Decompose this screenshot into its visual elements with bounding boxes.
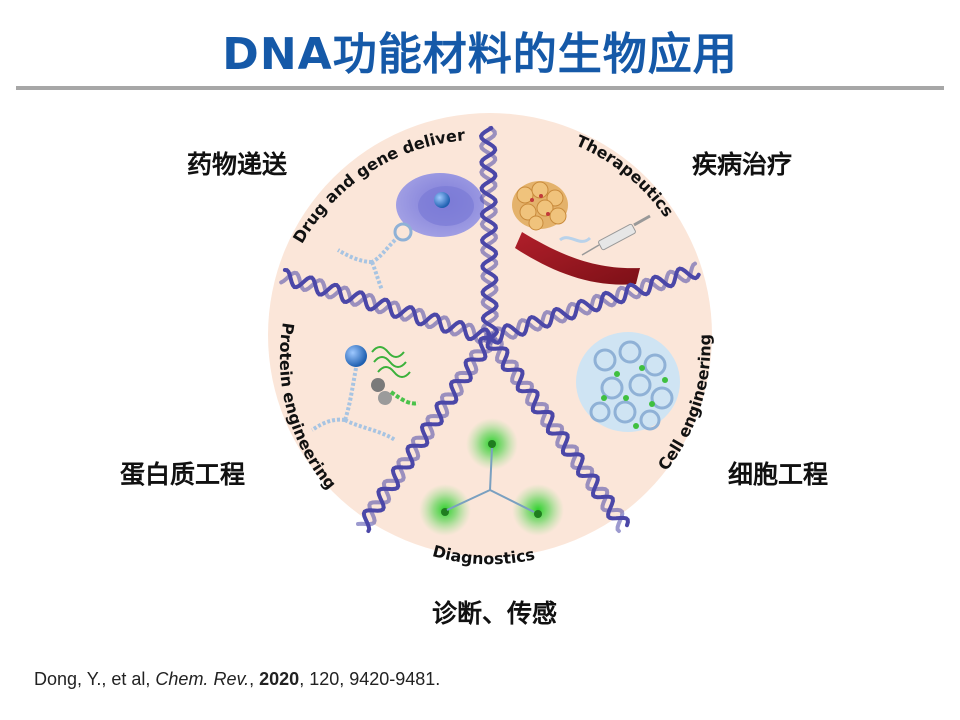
citation-journal: Chem. Rev. — [155, 669, 250, 689]
helix-strand — [361, 335, 492, 533]
diagnostics-illustration — [419, 418, 564, 536]
helix-upper-right — [488, 261, 701, 345]
label-protein-engineering: 蛋白质工程 — [120, 460, 246, 489]
title-divider — [16, 86, 944, 90]
helix-lower-right — [484, 336, 630, 533]
helix-strand — [356, 333, 493, 527]
label-diagnostics-sensing: 诊断、传感 — [432, 599, 558, 628]
helix-strand — [488, 266, 701, 345]
helix-strand — [478, 126, 500, 340]
citation-rest: , 120, 9420-9481. — [299, 669, 441, 689]
page-title: DNA功能材料的生物应用 — [222, 29, 738, 80]
helix-strand — [282, 268, 492, 342]
citation-separator: , — [249, 669, 260, 689]
helix-strand — [279, 270, 494, 344]
helix-upper-left — [279, 268, 494, 344]
protein-engineering-illustration — [310, 345, 419, 442]
cell-engineering-illustration — [576, 332, 680, 432]
helix-up — [478, 126, 500, 340]
therapeutics-illustration — [512, 181, 651, 285]
label-drug-delivery: 药物递送 — [187, 150, 288, 179]
citation-year: 2020 — [259, 669, 300, 689]
dna-helix-spokes — [279, 126, 701, 533]
citation: Dong, Y., et al, Chem. Rev., 2020, 120, … — [34, 669, 440, 690]
citation-authors: Dong, Y., et al, — [34, 669, 156, 689]
helix-strand — [489, 261, 697, 345]
helix-lower-left — [356, 333, 493, 533]
helix-strand — [485, 336, 630, 528]
label-cell-engineering: 细胞工程 — [728, 460, 829, 489]
syringe-icon — [581, 214, 651, 256]
drug-delivery-illustration — [336, 173, 484, 291]
label-disease-therapy: 疾病治疗 — [692, 150, 793, 179]
helix-strand — [484, 338, 625, 533]
